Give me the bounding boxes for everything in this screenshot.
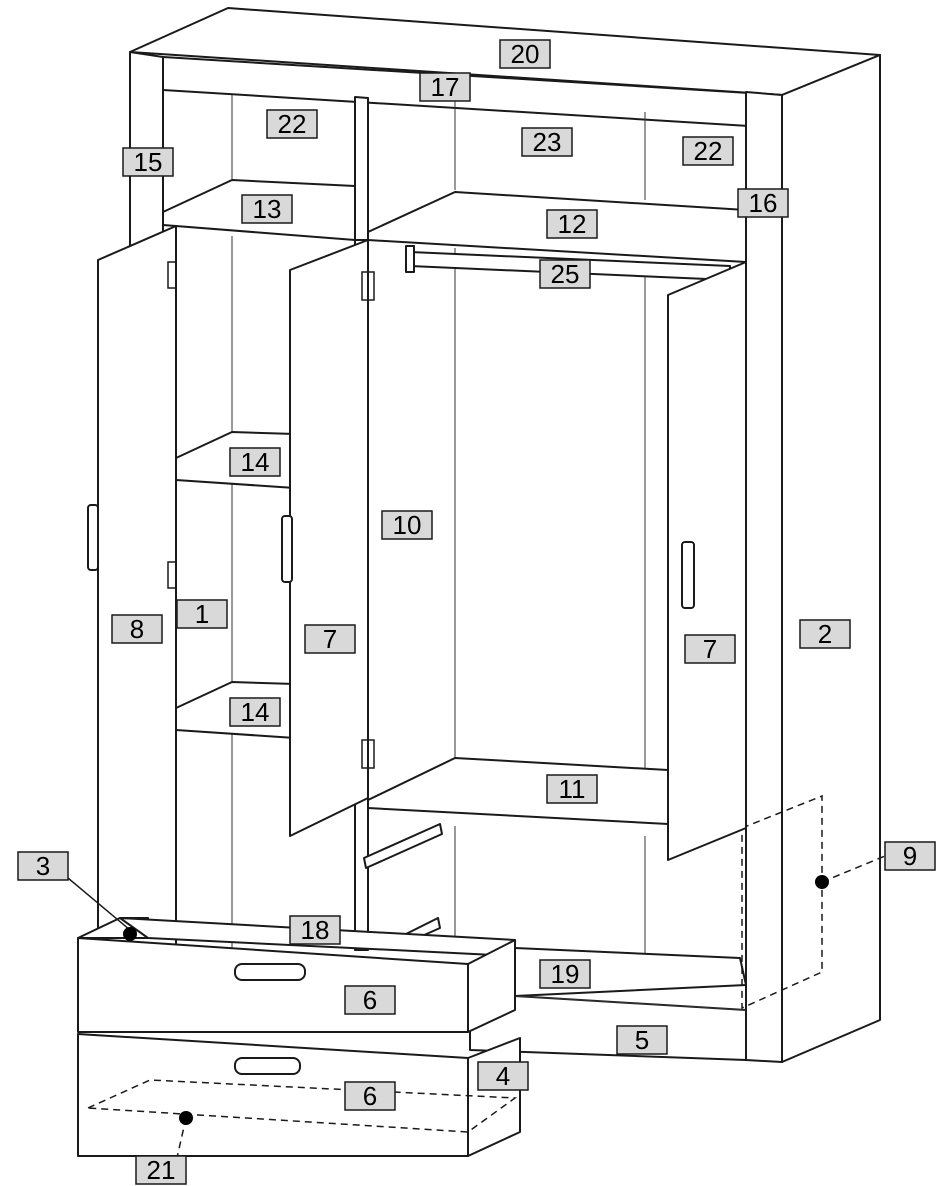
svg-text:10: 10 — [393, 510, 422, 540]
svg-text:1: 1 — [195, 599, 209, 629]
svg-text:14: 14 — [241, 697, 270, 727]
label-hanging-rail: 25 — [539, 259, 591, 289]
middle-door-hinge-top — [361, 271, 375, 301]
label-left-shelf-upper: 14 — [229, 447, 281, 477]
label-upper-left-back: 22 — [266, 109, 318, 139]
svg-text:17: 17 — [431, 72, 460, 102]
label-upper-right-back: 22 — [682, 136, 734, 166]
svg-text:20: 20 — [511, 39, 540, 69]
label-left-shelf-lower: 14 — [229, 697, 281, 727]
leader-9-dot — [815, 875, 829, 889]
drawer-upper-handle — [234, 963, 306, 981]
left-door-handle — [87, 504, 99, 571]
back-panel-dashed — [741, 794, 823, 1010]
leader-21-dot — [179, 1111, 193, 1125]
doors — [87, 225, 747, 959]
right-side-panel — [781, 54, 881, 1063]
svg-text:15: 15 — [134, 147, 163, 177]
svg-text:12: 12 — [558, 209, 587, 239]
upper-center-divider — [354, 96, 369, 241]
svg-text:16: 16 — [749, 188, 778, 218]
label-right-door: 7 — [684, 634, 736, 664]
leaders — [67, 855, 886, 1163]
svg-text:19: 19 — [551, 959, 580, 989]
right-door-handle — [681, 541, 695, 609]
svg-text:7: 7 — [323, 624, 337, 654]
label-drawer-bottom: 21 — [135, 1155, 187, 1185]
wardrobe-carcass — [129, 7, 881, 1063]
right-side-front-edge — [745, 91, 783, 1063]
svg-text:6: 6 — [363, 985, 377, 1015]
svg-text:8: 8 — [130, 614, 144, 644]
label-upper-mid-back: 23 — [521, 127, 573, 157]
svg-text:4: 4 — [496, 1061, 510, 1091]
svg-text:21: 21 — [147, 1155, 176, 1185]
label-middle-door: 7 — [304, 624, 356, 654]
svg-text:3: 3 — [36, 851, 50, 881]
svg-text:25: 25 — [551, 259, 580, 289]
drawer-lower-front — [77, 1033, 469, 1157]
label-drawer-back: 18 — [289, 915, 341, 945]
middle-door-hinge-bottom — [361, 739, 375, 769]
label-left-door: 8 — [111, 614, 163, 644]
drawer-bottom-dashed — [87, 1079, 518, 1133]
label-back-panel-right: 9 — [884, 841, 936, 871]
svg-text:5: 5 — [635, 1025, 649, 1055]
leader-3 — [67, 877, 131, 931]
svg-text:14: 14 — [241, 447, 270, 477]
label-bottom-shelf: 11 — [546, 774, 598, 804]
label-right-top-strip: 16 — [737, 188, 789, 218]
svg-text:6: 6 — [363, 1081, 377, 1111]
label-drawer-front-lower: 6 — [344, 1081, 396, 1111]
svg-text:7: 7 — [703, 634, 717, 664]
svg-text:23: 23 — [533, 127, 562, 157]
leader-3-dot — [123, 927, 137, 941]
drawer-lower-handle — [234, 1057, 301, 1075]
svg-text:11: 11 — [559, 774, 586, 804]
right-door — [667, 261, 747, 861]
svg-text:13: 13 — [253, 194, 282, 224]
svg-text:18: 18 — [301, 915, 330, 945]
label-left-upper-shelf: 13 — [241, 194, 293, 224]
drawer-upper-front — [77, 937, 469, 1033]
middle-door — [289, 239, 369, 837]
drawers — [77, 917, 521, 1157]
label-left-top-strip: 15 — [122, 147, 174, 177]
left-door-hinge-top — [167, 261, 177, 289]
svg-text:2: 2 — [818, 619, 832, 649]
bottom-shelf — [367, 757, 669, 825]
rail-bracket — [405, 245, 415, 273]
middle-door-handle — [281, 515, 293, 583]
label-inner-side: 1 — [176, 599, 228, 629]
label-mid-upper-shelf: 12 — [546, 209, 598, 239]
label-drawer-side: 3 — [17, 851, 69, 881]
label-plinth: 5 — [616, 1025, 668, 1055]
label-drawer-runner: 4 — [477, 1061, 529, 1091]
left-door-hinge-bottom — [167, 561, 177, 589]
left-door — [97, 225, 177, 959]
label-drawer-front-upper: 6 — [344, 985, 396, 1015]
label-bottom-rail: 19 — [539, 959, 591, 989]
label-top-panel: 20 — [499, 39, 551, 69]
svg-text:22: 22 — [694, 136, 723, 166]
label-center-divider: 10 — [381, 510, 433, 540]
runner-upper — [363, 823, 443, 869]
part-labels: 20 17 22 23 22 15 16 13 — [17, 39, 936, 1185]
label-right-side-panel: 2 — [799, 619, 851, 649]
plinth-top-edge — [514, 995, 747, 1011]
svg-text:9: 9 — [903, 841, 917, 871]
label-front-rail-top: 17 — [419, 72, 471, 102]
leader-21 — [175, 1117, 187, 1163]
svg-text:22: 22 — [278, 109, 307, 139]
